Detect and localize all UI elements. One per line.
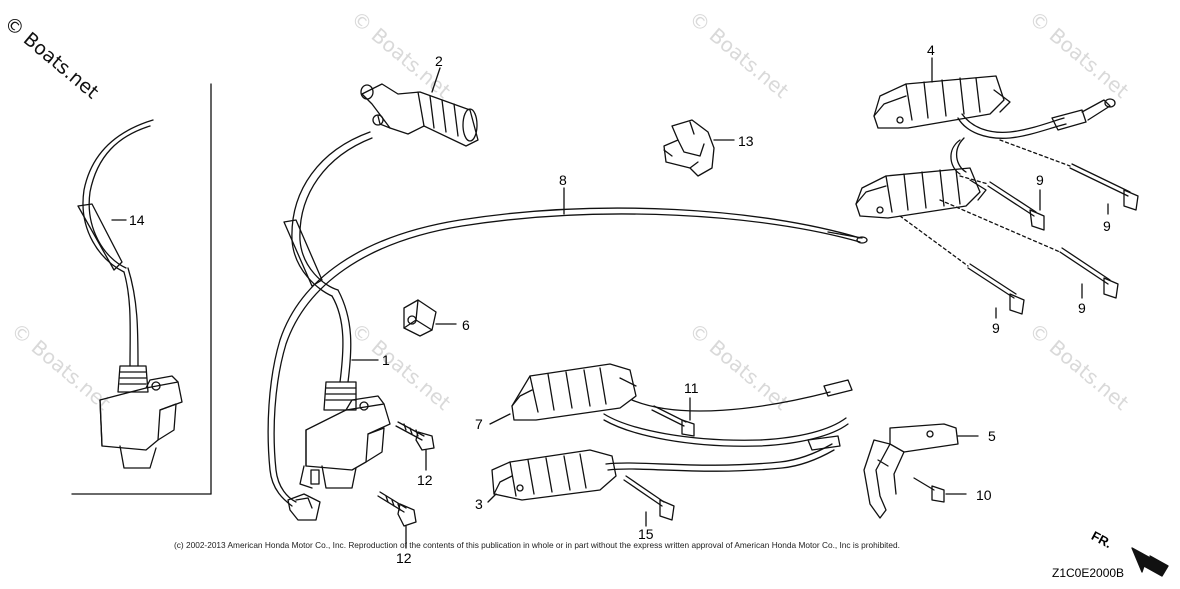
- part-6-grommet: [403, 299, 437, 337]
- part-11-bolt: [651, 405, 695, 437]
- callout-6: 6: [462, 317, 470, 333]
- callout-9: 9: [1078, 300, 1086, 316]
- part-13-clip: [663, 119, 715, 177]
- callout-13: 13: [738, 133, 754, 149]
- leader-3: [487, 493, 497, 503]
- callout-12: 12: [417, 472, 433, 488]
- part-4-exciter-coil-upper: [873, 75, 1116, 175]
- part-12-bolt-upper: [395, 421, 435, 451]
- part-4-exciter-coil-lower: [855, 167, 987, 219]
- part-10-bolt: [913, 477, 945, 503]
- callout-8: 8: [559, 172, 567, 188]
- part-1-ignition-coil: [283, 131, 391, 489]
- leader-7: [489, 413, 511, 425]
- callout-9: 9: [1036, 172, 1044, 188]
- callout-11: 11: [684, 380, 699, 396]
- callout-5: 5: [988, 428, 996, 444]
- part-15-bolt: [623, 475, 675, 521]
- callout-3: 3: [475, 496, 483, 512]
- callout-4: 4: [927, 42, 935, 58]
- copyright-notice: (c) 2002-2013 American Honda Motor Co., …: [174, 540, 900, 550]
- callout-12: 12: [396, 550, 412, 566]
- callout-9: 9: [992, 320, 1000, 336]
- part-9-dashed-guides: [899, 139, 1071, 267]
- inset-bracket: [71, 83, 212, 495]
- part-7-charge-coil: [511, 363, 853, 447]
- callout-2: 2: [435, 53, 443, 69]
- part-9-bolts: [967, 163, 1139, 315]
- part-2-plug-cap: [360, 83, 479, 147]
- part-3-charge-coil: [491, 435, 841, 501]
- callout-9: 9: [1103, 218, 1111, 234]
- callout-15: 15: [638, 526, 654, 542]
- part-14-ignition-coil: [77, 119, 183, 469]
- diagram-code: Z1C0E2000B: [1052, 566, 1125, 580]
- callout-1: 1: [382, 352, 390, 368]
- part-12-bolt-lower: [377, 491, 417, 527]
- callout-14: 14: [129, 212, 145, 228]
- callout-10: 10: [976, 487, 992, 503]
- part-8-wire: [267, 207, 868, 521]
- leader-2: [431, 67, 441, 93]
- part-5-bracket: [863, 423, 959, 519]
- callout-7: 7: [475, 416, 483, 432]
- front-direction-arrow-icon: [1131, 547, 1169, 577]
